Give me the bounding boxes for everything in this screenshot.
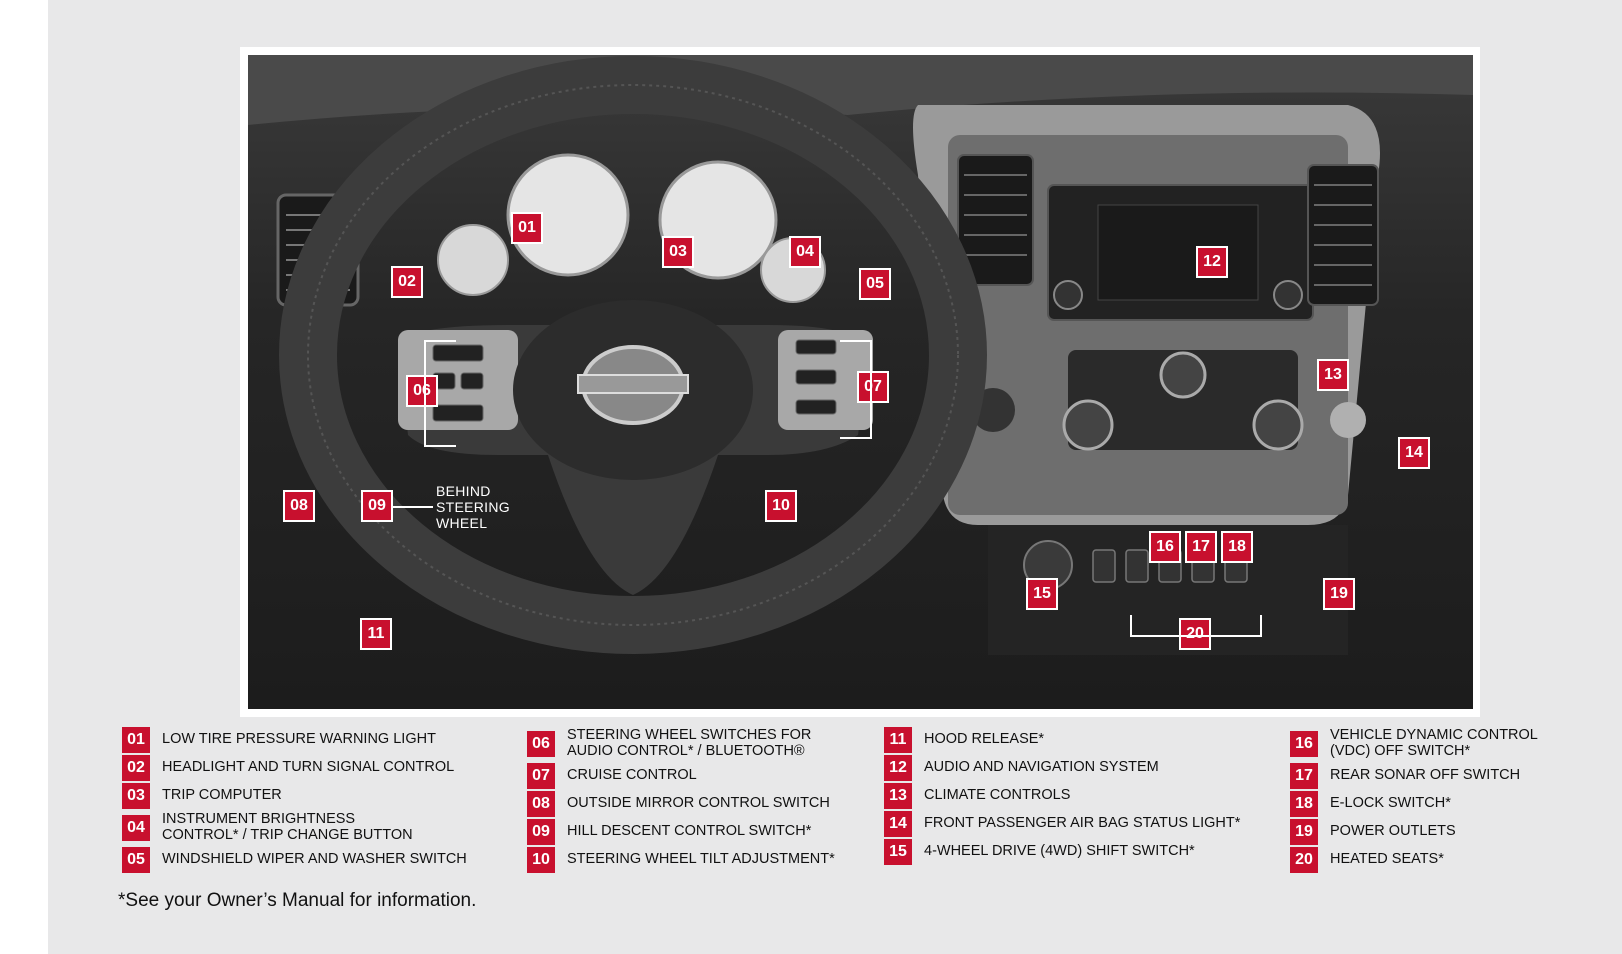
legend-number: 08 bbox=[527, 791, 555, 817]
behind-steering-wheel-label: BEHIND STEERING WHEEL bbox=[436, 483, 510, 531]
legend-label: 4-WHEEL DRIVE (4WD) SHIFT SWITCH* bbox=[924, 843, 1195, 859]
dashboard-illustration bbox=[248, 55, 1473, 655]
legend-number: 12 bbox=[884, 755, 912, 781]
bracket-07 bbox=[840, 340, 872, 439]
legend-label: E-LOCK SWITCH* bbox=[1330, 795, 1451, 811]
callout-09: 09 bbox=[361, 490, 393, 522]
callout-12: 12 bbox=[1196, 246, 1228, 278]
callout-13: 13 bbox=[1317, 359, 1349, 391]
leader-09 bbox=[393, 506, 433, 508]
bracket-20 bbox=[1130, 615, 1262, 637]
legend-number: 17 bbox=[1290, 763, 1318, 789]
callout-16: 16 bbox=[1149, 531, 1181, 563]
legend-number: 02 bbox=[122, 755, 150, 781]
legend-number: 11 bbox=[884, 727, 912, 753]
legend-number: 13 bbox=[884, 783, 912, 809]
legend-label: CRUISE CONTROL bbox=[567, 767, 697, 783]
callout-11: 11 bbox=[360, 618, 392, 650]
legend-label: REAR SONAR OFF SWITCH bbox=[1330, 767, 1521, 783]
legend-label: HILL DESCENT CONTROL SWITCH* bbox=[567, 823, 812, 839]
legend-number: 07 bbox=[527, 763, 555, 789]
callout-07: 07 bbox=[857, 371, 889, 403]
legend-label: HEATED SEATS* bbox=[1330, 851, 1444, 867]
bracket-06 bbox=[424, 340, 456, 447]
callout-14: 14 bbox=[1398, 437, 1430, 469]
legend-label: WINDSHIELD WIPER AND WASHER SWITCH bbox=[162, 851, 467, 867]
legend-label: AUDIO AND NAVIGATION SYSTEM bbox=[924, 759, 1159, 775]
dashboard-photo bbox=[248, 55, 1473, 709]
callout-19: 19 bbox=[1323, 578, 1355, 610]
legend-number: 06 bbox=[527, 731, 555, 757]
callout-15: 15 bbox=[1026, 578, 1058, 610]
legend-number: 19 bbox=[1290, 819, 1318, 845]
legend-number: 01 bbox=[122, 727, 150, 753]
callout-08: 08 bbox=[283, 490, 315, 522]
callout-01: 01 bbox=[511, 212, 543, 244]
legend-number: 20 bbox=[1290, 847, 1318, 873]
legend-number: 03 bbox=[122, 783, 150, 809]
legend-label: TRIP COMPUTER bbox=[162, 787, 282, 803]
legend-label: INSTRUMENT BRIGHTNESS CONTROL* / TRIP CH… bbox=[162, 811, 413, 843]
legend-number: 05 bbox=[122, 847, 150, 873]
legend-label: OUTSIDE MIRROR CONTROL SWITCH bbox=[567, 795, 830, 811]
legend-label: STEERING WHEEL SWITCHES FOR AUDIO CONTRO… bbox=[567, 727, 812, 759]
legend-label: STEERING WHEEL TILT ADJUSTMENT* bbox=[567, 851, 835, 867]
legend-number: 14 bbox=[884, 811, 912, 837]
callout-17: 17 bbox=[1185, 531, 1217, 563]
legend-label: POWER OUTLETS bbox=[1330, 823, 1456, 839]
legend-number: 09 bbox=[527, 819, 555, 845]
callout-04: 04 bbox=[789, 236, 821, 268]
legend-number: 16 bbox=[1290, 731, 1318, 757]
callout-02: 02 bbox=[391, 266, 423, 298]
legend-number: 15 bbox=[884, 839, 912, 865]
callout-05: 05 bbox=[859, 268, 891, 300]
legend-number: 04 bbox=[122, 815, 150, 841]
footnote: *See your Owner’s Manual for information… bbox=[118, 890, 477, 911]
callout-03: 03 bbox=[662, 236, 694, 268]
legend-number: 10 bbox=[527, 847, 555, 873]
legend-label: VEHICLE DYNAMIC CONTROL (VDC) OFF SWITCH… bbox=[1330, 727, 1538, 759]
legend-label: FRONT PASSENGER AIR BAG STATUS LIGHT* bbox=[924, 815, 1241, 831]
legend-label: HEADLIGHT AND TURN SIGNAL CONTROL bbox=[162, 759, 455, 775]
callout-20: 20 bbox=[1179, 618, 1211, 650]
legend-label: HOOD RELEASE* bbox=[924, 731, 1045, 747]
legend-label: CLIMATE CONTROLS bbox=[924, 787, 1071, 803]
legend-number: 18 bbox=[1290, 791, 1318, 817]
callout-18: 18 bbox=[1221, 531, 1253, 563]
callout-10: 10 bbox=[765, 490, 797, 522]
callout-06: 06 bbox=[406, 375, 438, 407]
legend-label: LOW TIRE PRESSURE WARNING LIGHT bbox=[162, 731, 436, 747]
